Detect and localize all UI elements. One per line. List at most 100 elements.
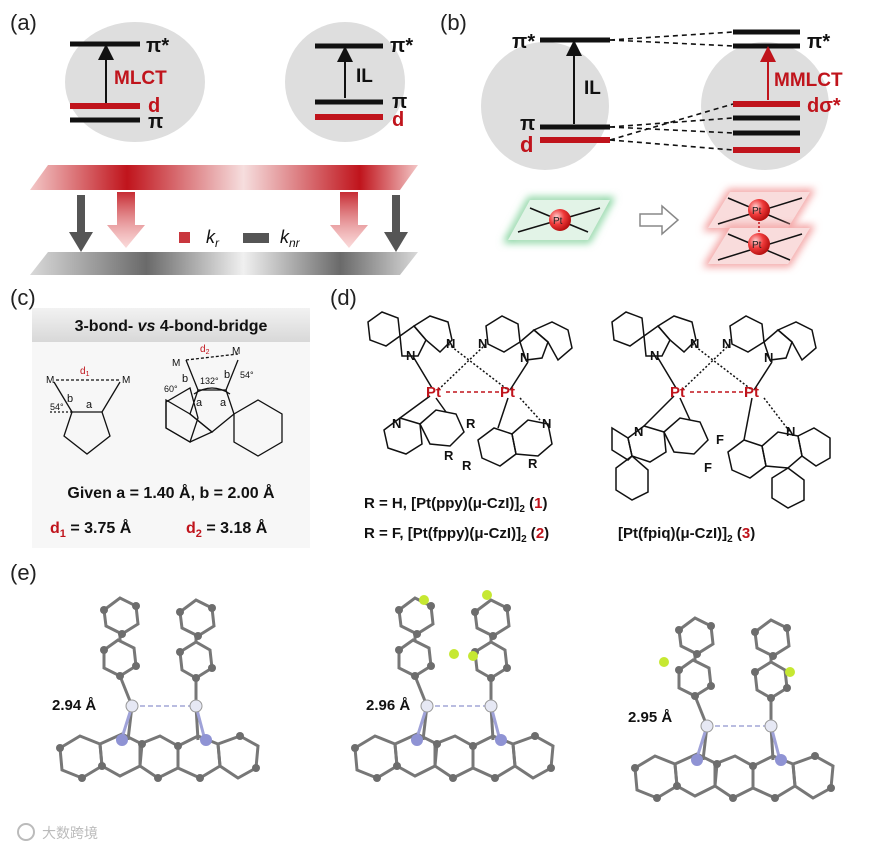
d-N-12: N (786, 424, 795, 439)
panel-label-b: (b) (440, 10, 467, 35)
a-d-label-1: d (148, 95, 160, 117)
pt-label-mono: Pt (553, 216, 563, 227)
e-dist-1: 2.94 Å (52, 697, 96, 714)
fluorine-atoms-3 (659, 657, 795, 677)
e-dist-3: 2.95 Å (628, 709, 672, 726)
d-label-1: R = H, [Pt(ppy)(μ-CzI)]2 (1) (364, 495, 547, 515)
monomer-circle (481, 42, 609, 170)
a-pi-label-1: π (148, 111, 163, 133)
pt-atom-monomer (549, 209, 571, 231)
panel-b: π* IL π d π* MMLCT dσ* Pt (481, 29, 843, 267)
c-angle-60: 60° (164, 384, 178, 394)
d-N-6: N (542, 416, 551, 431)
d-R-2: R (444, 448, 454, 463)
complex-3-structure (611, 311, 831, 509)
c-M-2: M (122, 375, 130, 386)
c-b-right-2: b (224, 369, 230, 381)
grey-slab (30, 252, 418, 275)
c-a-right-2: a (220, 397, 227, 409)
crystal-structure-1 (56, 596, 260, 782)
d-N-9: N (722, 336, 731, 351)
c-M-3: M (172, 358, 180, 369)
d-N-7: N (650, 348, 659, 363)
b-pistar-label-1: π* (512, 31, 535, 53)
knr-legend-swatch (243, 233, 269, 243)
dsigma-label: dσ* (807, 95, 841, 117)
mlct-label: MLCT (114, 68, 167, 89)
il-label-b: IL (584, 78, 601, 99)
a-pi-label-2: π (392, 91, 407, 113)
c-d1-label: d1 (80, 366, 90, 378)
kr-legend-swatch (179, 232, 190, 243)
c-a-left: a (86, 399, 93, 411)
d-N-1: N (406, 348, 415, 363)
d-R-1: R (466, 416, 476, 431)
d-N-11: N (634, 424, 643, 439)
d-R-4: R (528, 456, 538, 471)
panel-c-box (32, 308, 310, 548)
c-angle-54-right: 54° (240, 370, 254, 380)
d-N-2: N (446, 336, 455, 351)
d-R-3: R (462, 458, 472, 473)
transform-arrow (639, 204, 680, 236)
b-pi-label: π (520, 113, 535, 135)
c-b-right-1: b (182, 373, 188, 385)
b-pistar-label-2: π* (807, 31, 830, 53)
d-N-5: N (392, 416, 401, 431)
panel-label-c: (c) (10, 285, 36, 310)
d-pt-1a: Pt (426, 384, 441, 401)
panel-e: 2.94 Å 2.96 Å 2.95 Å (52, 590, 837, 804)
kr-arrow-left (107, 192, 145, 248)
mmlct-label: MMLCT (774, 70, 843, 91)
d-label-3: [Pt(fpiq)(μ-CzI)]2 (3) (618, 525, 755, 545)
il-label-a: IL (356, 66, 373, 87)
c-given: Given a = 1.40 Å, b = 2.00 Å (67, 483, 275, 502)
knr-arrow-right (384, 195, 408, 252)
d-label-2: R = F, [Pt(fppy)(μ-CzI)]2 (2) (364, 525, 549, 545)
kr-legend: kr (206, 227, 220, 250)
crystal-structure-2 (349, 596, 557, 784)
c-d2-value: d2 = 3.18 Å (186, 518, 268, 540)
pt-atom-dimer-bottom (748, 233, 770, 255)
c-a-right-1: a (196, 397, 203, 409)
a-pistar-label-2: π* (390, 35, 413, 57)
a-d-label-2: d (392, 109, 404, 131)
kr-arrow-right (330, 192, 368, 248)
watermark: 大数跨境 (42, 826, 98, 842)
knr-arrow-left (69, 195, 93, 252)
d-pt-3a: Pt (670, 384, 685, 401)
d-N-8: N (690, 336, 699, 351)
panel-c-title-bar (32, 308, 310, 342)
c-angle-132: 132° (200, 376, 219, 386)
d-N-10: N (764, 350, 773, 365)
a-pistar-label-1: π* (146, 35, 169, 57)
d-pt-1b: Pt (500, 384, 515, 401)
d-pt-3b: Pt (744, 384, 759, 401)
panel-a: π* MLCT d π π* IL π d kr knr (30, 22, 418, 275)
pt-atom-dimer-top (748, 199, 770, 221)
e-dist-2: 2.96 Å (366, 697, 410, 714)
d-N-3: N (478, 336, 487, 351)
c-M-1: M (46, 375, 54, 386)
panel-c: 3-bond- vs 4-bond-bridge M M d1 b a 54° … (32, 308, 310, 548)
panel-label-d: (d) (330, 285, 357, 310)
complex-12-structure (367, 311, 573, 467)
c-d2-label: d2 (200, 344, 210, 356)
pt-label-dimer-bottom: Pt (752, 240, 762, 251)
d-N-4: N (520, 350, 529, 365)
fluorine-atoms-2 (419, 590, 492, 661)
pt-label-dimer-top: Pt (752, 206, 762, 217)
b-d-label: d (520, 132, 533, 157)
d-F-2: F (704, 460, 712, 475)
c-angle-54-left: 54° (50, 402, 64, 412)
panel-label-e: (e) (10, 560, 37, 585)
panel-d: Pt Pt N N N N N N R R R R R = H, [Pt(ppy… (364, 311, 831, 545)
knr-legend: knr (280, 227, 301, 250)
red-slab (30, 165, 418, 190)
d-F-1: F (716, 432, 724, 447)
panel-label-a: (a) (10, 10, 37, 35)
panel-c-title: 3-bond- vs 4-bond-bridge (75, 318, 268, 335)
c-b-left: b (67, 393, 73, 405)
c-d1-value: d1 = 3.75 Å (50, 518, 132, 540)
